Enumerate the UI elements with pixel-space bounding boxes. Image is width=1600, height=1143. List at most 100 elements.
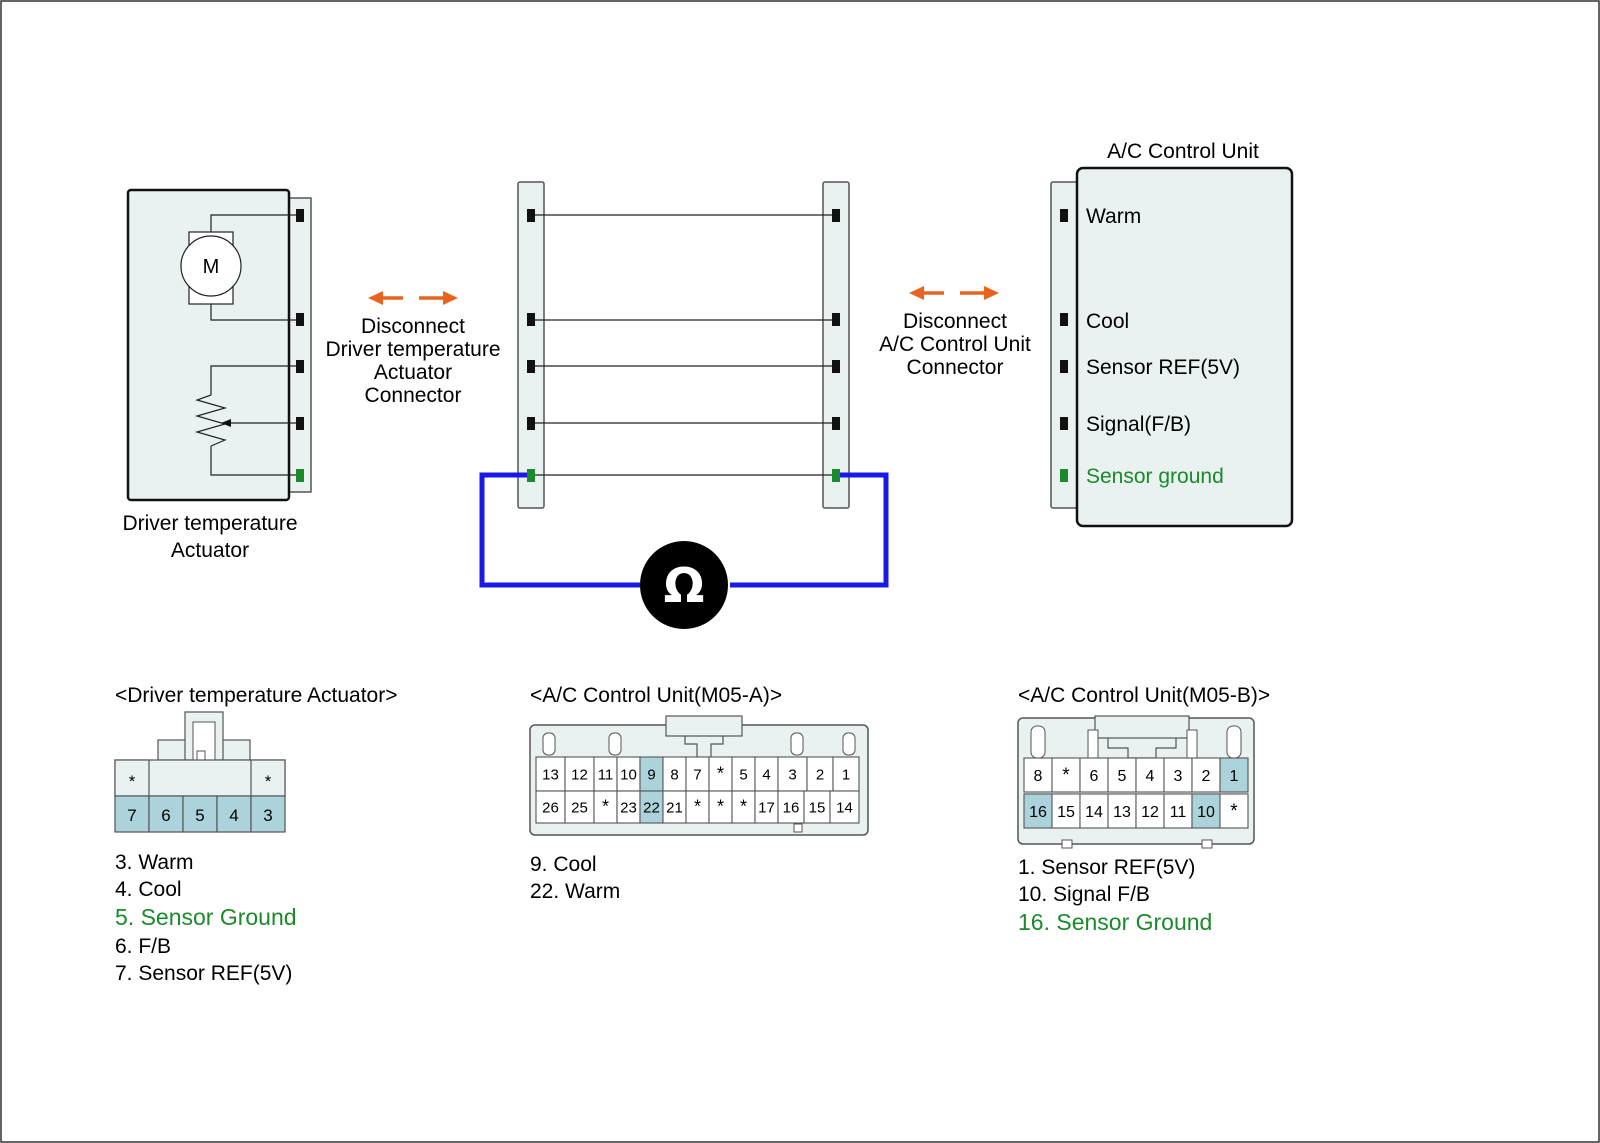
m05b-legend-2: 16. Sensor Ground — [1018, 909, 1212, 935]
m05a-bottom-pin-10: 16 — [783, 799, 800, 816]
act-legend-2: 5. Sensor Ground — [115, 904, 297, 930]
m05a-bottom-pin-2: * — [602, 796, 609, 816]
m05a-bottom-pin-6: * — [694, 796, 701, 816]
m05a-latch-icon — [665, 715, 743, 737]
m05b-bottom-pin-5: 11 — [1170, 804, 1187, 821]
m05b-bottom-pin-1: 15 — [1057, 804, 1075, 821]
m05a-top-pin-12: 1 — [842, 766, 850, 783]
m05b-top-pin-5: 3 — [1174, 768, 1183, 785]
driver-temperature-actuator: M Driver temperature Actuator — [122, 188, 312, 562]
disconnect-right-line-1: Disconnect — [903, 310, 1007, 333]
actuator-connector-title: <Driver temperature Actuator> — [115, 684, 397, 707]
m05a-bottom-pin-7: * — [717, 796, 724, 816]
m05b-top-cell-7 — [1219, 757, 1249, 793]
m05a-bottom-cell-11 — [803, 790, 831, 824]
m05a-bottom-pin-12: 14 — [836, 799, 853, 816]
m05b-bottom-pin-6: 10 — [1197, 804, 1215, 821]
m05b-bottom-cell-3 — [1107, 793, 1137, 829]
m05a-top-pin-4: 9 — [647, 766, 655, 783]
m05b-latch-icon — [1094, 715, 1190, 739]
m05b-top-pin-7: 1 — [1230, 768, 1239, 785]
m05a-top-cell-12 — [832, 756, 860, 792]
meter-lead-right — [730, 472, 889, 588]
resistor-icon — [194, 394, 228, 447]
m05a-top-pin-1: 12 — [571, 766, 588, 783]
m05b-top-pin-3: 5 — [1118, 768, 1127, 785]
act-pin-6: 6 — [161, 806, 170, 825]
m05a-top-pin-8: 5 — [739, 766, 747, 783]
act-legend-4: 7. Sensor REF(5V) — [115, 962, 292, 985]
m05a-legend-0: 9. Cool — [530, 853, 597, 876]
m05b-bottom-pin-0: 16 — [1029, 804, 1047, 821]
m05a-top-pin-0: 13 — [542, 766, 559, 783]
ac-control-unit: A/C Control Unit Warm Cool Sensor REF(5V… — [1050, 140, 1294, 528]
wiper-arrow-icon — [221, 419, 231, 427]
disconnect-right-line-2: A/C Control Unit — [879, 333, 1031, 356]
m05a-top-pin-6: 7 — [693, 766, 701, 783]
ohmmeter-icon — [640, 541, 728, 629]
m05a-top-cell-11 — [806, 756, 834, 792]
m05b-bottom-row: 16 15 14 13 12 11 10 * — [1023, 793, 1249, 829]
acu-pin-cool: Cool — [1086, 310, 1129, 333]
act-pin-4: 4 — [229, 806, 238, 825]
m05a-top-pin-11: 2 — [816, 766, 824, 783]
disconnect-acu-note: Disconnect A/C Control Unit Connector — [879, 286, 1031, 379]
m05a-top-pin-7: * — [717, 763, 724, 783]
acu-pin-ref: Sensor REF(5V) — [1086, 356, 1240, 379]
m05b-legend-1: 10. Signal F/B — [1018, 883, 1150, 906]
m05b-top-cell-6 — [1191, 757, 1221, 793]
m05b-bottom-cell-2 — [1079, 793, 1109, 829]
m05b-bottom-pin-4: 12 — [1141, 804, 1159, 821]
acu-pin-warm: Warm — [1086, 205, 1141, 228]
m05b-bottom-cell-6 — [1191, 793, 1221, 829]
m05b-bottom-pin-2: 14 — [1085, 804, 1103, 821]
m05a-bottom-pin-5: 21 — [666, 799, 683, 816]
actuator-connector-face: <Driver temperature Actuator> * * 7 6 5 … — [114, 684, 397, 985]
act-legend-0: 3. Warm — [115, 851, 194, 874]
disconnect-actuator-note: Disconnect Driver temperature Actuator C… — [325, 291, 501, 407]
m05a-top-pin-3: 10 — [620, 766, 637, 783]
m05a-bottom-cell-12 — [829, 790, 860, 824]
m05b-legend-0: 1. Sensor REF(5V) — [1018, 856, 1195, 879]
m05b-top-pin-2: 6 — [1090, 768, 1099, 785]
m05a-top-pin-10: 3 — [788, 766, 796, 783]
acu-pin-ground: Sensor ground — [1086, 465, 1224, 488]
m05a-bottom-cell-10 — [777, 790, 805, 824]
m05a-bottom-pin-3: 23 — [620, 799, 637, 816]
act-top-0: * — [129, 772, 136, 791]
act-pin-3: 3 — [263, 806, 272, 825]
m05b-bottom-cell-5 — [1163, 793, 1193, 829]
actuator-caption-2: Actuator — [171, 539, 249, 562]
actuator-caption-1: Driver temperature — [122, 512, 297, 535]
m05a-top-cell-0 — [535, 756, 566, 792]
m05b-bottom-cell-7 — [1219, 793, 1249, 829]
m05b-top-pin-1: * — [1062, 765, 1070, 786]
acu-body — [1075, 166, 1294, 528]
harness-right-connector — [822, 181, 850, 509]
acu-connector-strip — [1050, 181, 1078, 509]
m05a-bottom-pin-0: 26 — [542, 799, 559, 816]
act-legend-3: 6. F/B — [115, 935, 171, 958]
m05a-legend-1: 22. Warm — [530, 880, 620, 903]
m05a-bottom-pin-4: 22 — [643, 799, 660, 816]
meter-lead-left — [479, 472, 640, 588]
act-pin-5: 5 — [195, 806, 204, 825]
m05b-top-cell-5 — [1163, 757, 1193, 793]
m05a-top-pin-9: 4 — [762, 766, 770, 783]
acu-title: A/C Control Unit — [1107, 140, 1259, 163]
m05b-bottom-pin-7: * — [1230, 801, 1238, 822]
acu-pin-signal: Signal(F/B) — [1086, 413, 1191, 436]
actuator-connector-strip — [288, 197, 312, 493]
m05b-top-pin-6: 2 — [1202, 768, 1211, 785]
disconnect-left-line-1: Disconnect — [361, 315, 465, 338]
disconnect-right-line-3: Connector — [907, 356, 1004, 379]
ohm-symbol: Ω — [664, 558, 705, 614]
m05b-bottom-pin-3: 13 — [1113, 804, 1131, 821]
